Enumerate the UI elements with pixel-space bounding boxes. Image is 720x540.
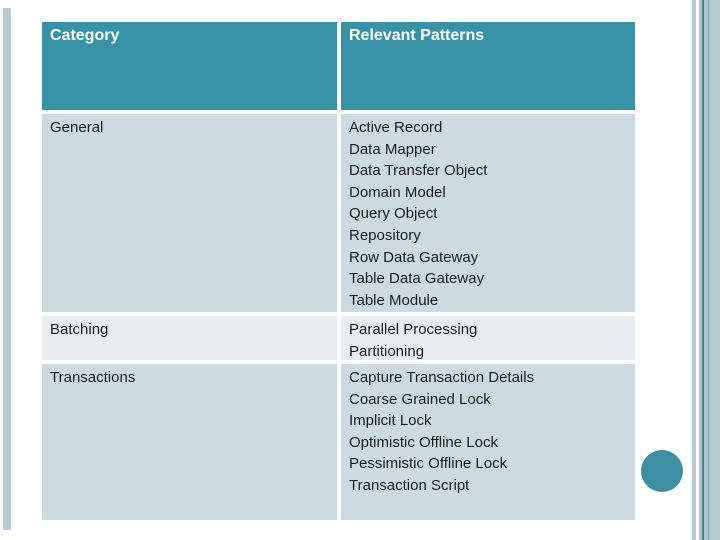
category-cell-transactions: Transactions <box>42 364 337 520</box>
pattern-line: Optimistic Offline Lock <box>349 433 498 451</box>
table-header-category: Category <box>42 22 337 110</box>
pattern-line: Query Object <box>349 205 438 223</box>
pattern-line: Data Mapper <box>349 140 436 158</box>
pattern-line: Parallel Processing <box>349 321 478 338</box>
right-decorative-band <box>699 0 720 540</box>
pattern-line: Active Record <box>349 119 443 136</box>
pattern-line: Table Data Gateway <box>349 270 485 288</box>
accent-circle <box>641 450 683 492</box>
patterns-cell-general: Active Record Data Mapper Data Transfer … <box>341 114 635 312</box>
pattern-line: Row Data Gateway <box>349 248 479 266</box>
patterns-cell-transactions: Capture Transaction Details Coarse Grain… <box>341 364 635 520</box>
pattern-line: Pessimistic Offline Lock <box>349 455 508 473</box>
left-decorative-stripe <box>3 8 11 530</box>
pattern-line: Implicit Lock <box>349 412 432 430</box>
category-cell-batching: Batching <box>42 316 337 360</box>
pattern-line: Domain Model <box>349 183 446 201</box>
pattern-line: Repository <box>349 226 421 244</box>
pattern-line: Data Transfer Object <box>349 162 488 180</box>
patterns-cell-batching: Parallel Processing Partitioning <box>341 316 635 360</box>
patterns-table: Category Relevant Patterns General Activ… <box>42 22 635 520</box>
category-cell-general: General <box>42 114 337 312</box>
pattern-line: Transaction Script <box>349 476 470 494</box>
pattern-line: Coarse Grained Lock <box>349 390 491 408</box>
pattern-line: Capture Transaction Details <box>349 369 535 386</box>
pattern-line: Partitioning <box>349 342 425 360</box>
table-header-relevant-patterns: Relevant Patterns <box>341 22 635 110</box>
pattern-line: Table Module <box>349 291 439 309</box>
right-thin-stripe <box>692 0 696 540</box>
